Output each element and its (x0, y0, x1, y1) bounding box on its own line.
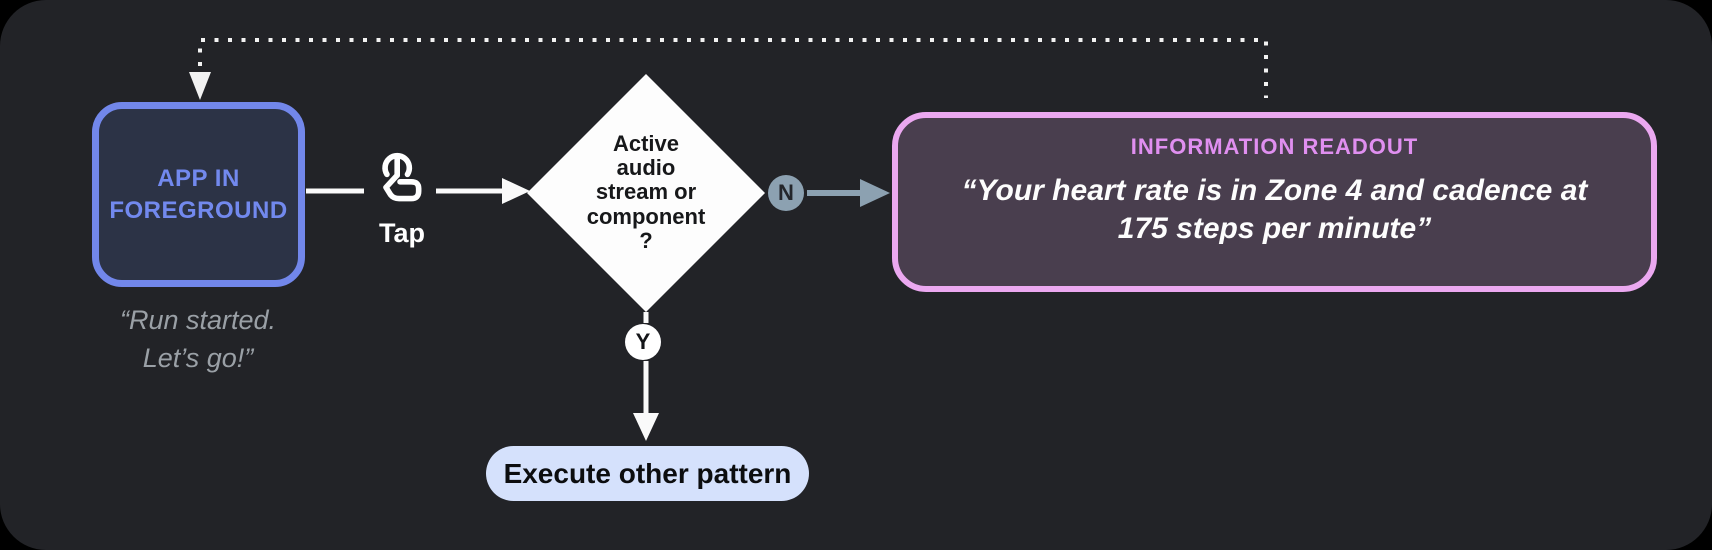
execute-other-pattern-label: Execute other pattern (503, 457, 792, 489)
readout-quote-line1: “Your heart rate is in Zone 4 and cadenc… (961, 174, 1588, 207)
tap-hand (383, 172, 422, 202)
feedback-dotted-connector (189, 38, 1268, 100)
app-caption-line2: Let’s go!” (142, 342, 254, 373)
decision-line1: Active (612, 131, 680, 156)
branch-badge-no: N (768, 175, 804, 211)
app-caption-line1: “Run started. (119, 305, 277, 335)
branch-badge-yes: Y (625, 324, 661, 360)
decision-in-arrowhead-icon (502, 178, 530, 204)
no-arrowhead-icon (860, 179, 890, 207)
tap-label: Tap (379, 218, 425, 248)
decision-line5: ? (639, 227, 653, 253)
node-execute-other-pattern: Execute other pattern (486, 446, 809, 501)
decision-line2: audio (616, 155, 676, 181)
yes-arrowhead-icon (633, 413, 659, 441)
feedback-arrowhead-icon (189, 72, 211, 100)
node-app-in-foreground: APP IN FOREGROUND (92, 102, 305, 287)
app-label-line2: FOREGROUND (109, 196, 288, 224)
node-information-readout: INFORMATION READOUT “Your heart rate is … (892, 112, 1657, 292)
readout-quote-line2: 175 steps per minute” (1117, 212, 1432, 246)
app-label-line1: APP IN (157, 165, 240, 193)
app-caption: “Run started. Let’s go!” (38, 302, 358, 378)
readout-title: INFORMATION READOUT (1130, 134, 1419, 159)
decision-line3: stream or (595, 179, 697, 205)
node-decision-label: Active audio stream or component ? (546, 131, 746, 253)
tap-gesture-icon (382, 152, 422, 202)
decision-line4: component (586, 203, 706, 229)
